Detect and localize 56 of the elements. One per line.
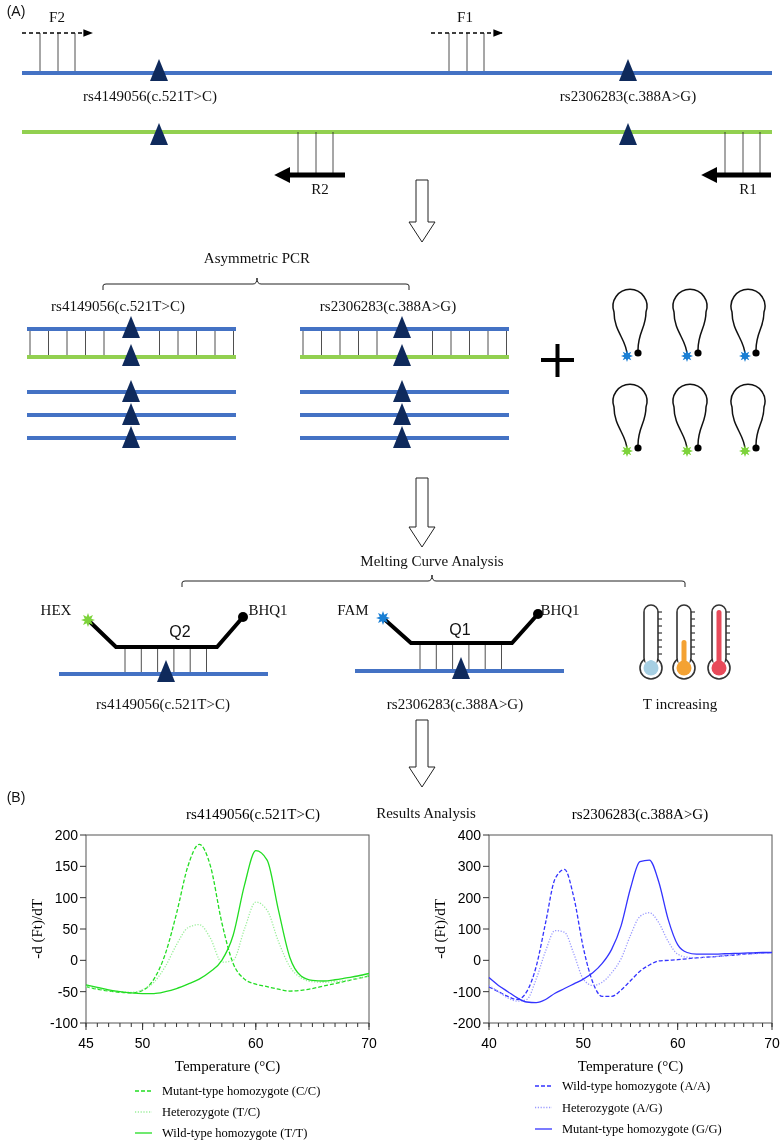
tick-label: 50: [62, 921, 78, 937]
label-text: Q1: [449, 620, 471, 640]
label-text: rs2306283(c.388A>G): [386, 696, 524, 714]
chart-title: rs2306283(c.388A>G): [571, 806, 709, 822]
label-text: BHQ1: [540, 602, 580, 620]
label-text: Q2: [169, 622, 191, 642]
panel-label: (B): [6, 788, 26, 806]
tick-label: 300: [457, 858, 481, 875]
tick-label: 50: [575, 1035, 592, 1051]
panel-label: (A): [6, 2, 26, 20]
tick-label: 100: [457, 921, 481, 937]
chart-title: rs4149056(c.521T>C): [186, 806, 320, 822]
tick-label: 0: [70, 952, 78, 969]
step-label: Asymmetric PCR: [203, 250, 311, 268]
label-text: FAM: [337, 602, 369, 620]
step-label: Melting Curve Analysis: [360, 553, 504, 571]
legend-label: Mutant-type homozygote (C/C): [162, 1084, 321, 1098]
tick-label: 60: [248, 1035, 264, 1051]
tick-label: 50: [134, 1035, 151, 1051]
label-text: rs2306283(c.388A>G): [319, 298, 457, 316]
label-text: rs2306283(c.388A>G): [559, 88, 697, 106]
tick-label: 70: [764, 1035, 780, 1051]
tick-label: 400: [457, 827, 481, 843]
legend-label: Mutant-type homozygote (G/G): [562, 1122, 722, 1136]
tick-label: 60: [669, 1035, 686, 1051]
tick-label: -50: [57, 983, 78, 1000]
label-text: rs4149056(c.521T>C): [51, 298, 185, 316]
label-text: F2: [49, 9, 65, 27]
label-text: HEX: [40, 602, 72, 620]
legend-label: Wild-type homozygote (T/T): [162, 1126, 308, 1140]
tick-label: 100: [54, 889, 78, 906]
tick-label: 150: [54, 858, 78, 875]
tick-label: -100: [452, 983, 481, 1000]
legend-label: Wild-type homozygote (A/A): [562, 1079, 711, 1093]
tick-label: -200: [452, 1015, 481, 1031]
label-text: R2: [311, 181, 329, 199]
tick-label: -100: [49, 1015, 78, 1031]
label-text: BHQ1: [248, 602, 288, 620]
tick-label: 200: [54, 827, 78, 843]
label-text: T increasing: [642, 696, 718, 714]
tick-label: 0: [473, 952, 481, 969]
axis-title: Temperature (°C): [577, 1058, 684, 1074]
step-label: Results Analysis: [376, 805, 476, 823]
label-text: R1: [739, 181, 757, 199]
axis-title: Temperature (°C): [174, 1058, 281, 1074]
tick-label: 45: [78, 1035, 94, 1051]
label-text: rs4149056(c.521T>C): [96, 696, 230, 714]
axis-title: -d (Ft)/dT: [29, 899, 45, 959]
tick-label: 40: [481, 1035, 497, 1051]
tick-label: 200: [457, 889, 481, 906]
label-text: F1: [457, 9, 473, 27]
legend-label: Heterozygote (T/C): [162, 1105, 261, 1119]
legend-label: Heterozygote (A/G): [562, 1100, 663, 1115]
axis-title: -d (Ft)/dT: [432, 899, 448, 959]
label-text: rs4149056(c.521T>C): [83, 88, 217, 106]
tick-label: 70: [361, 1035, 377, 1051]
